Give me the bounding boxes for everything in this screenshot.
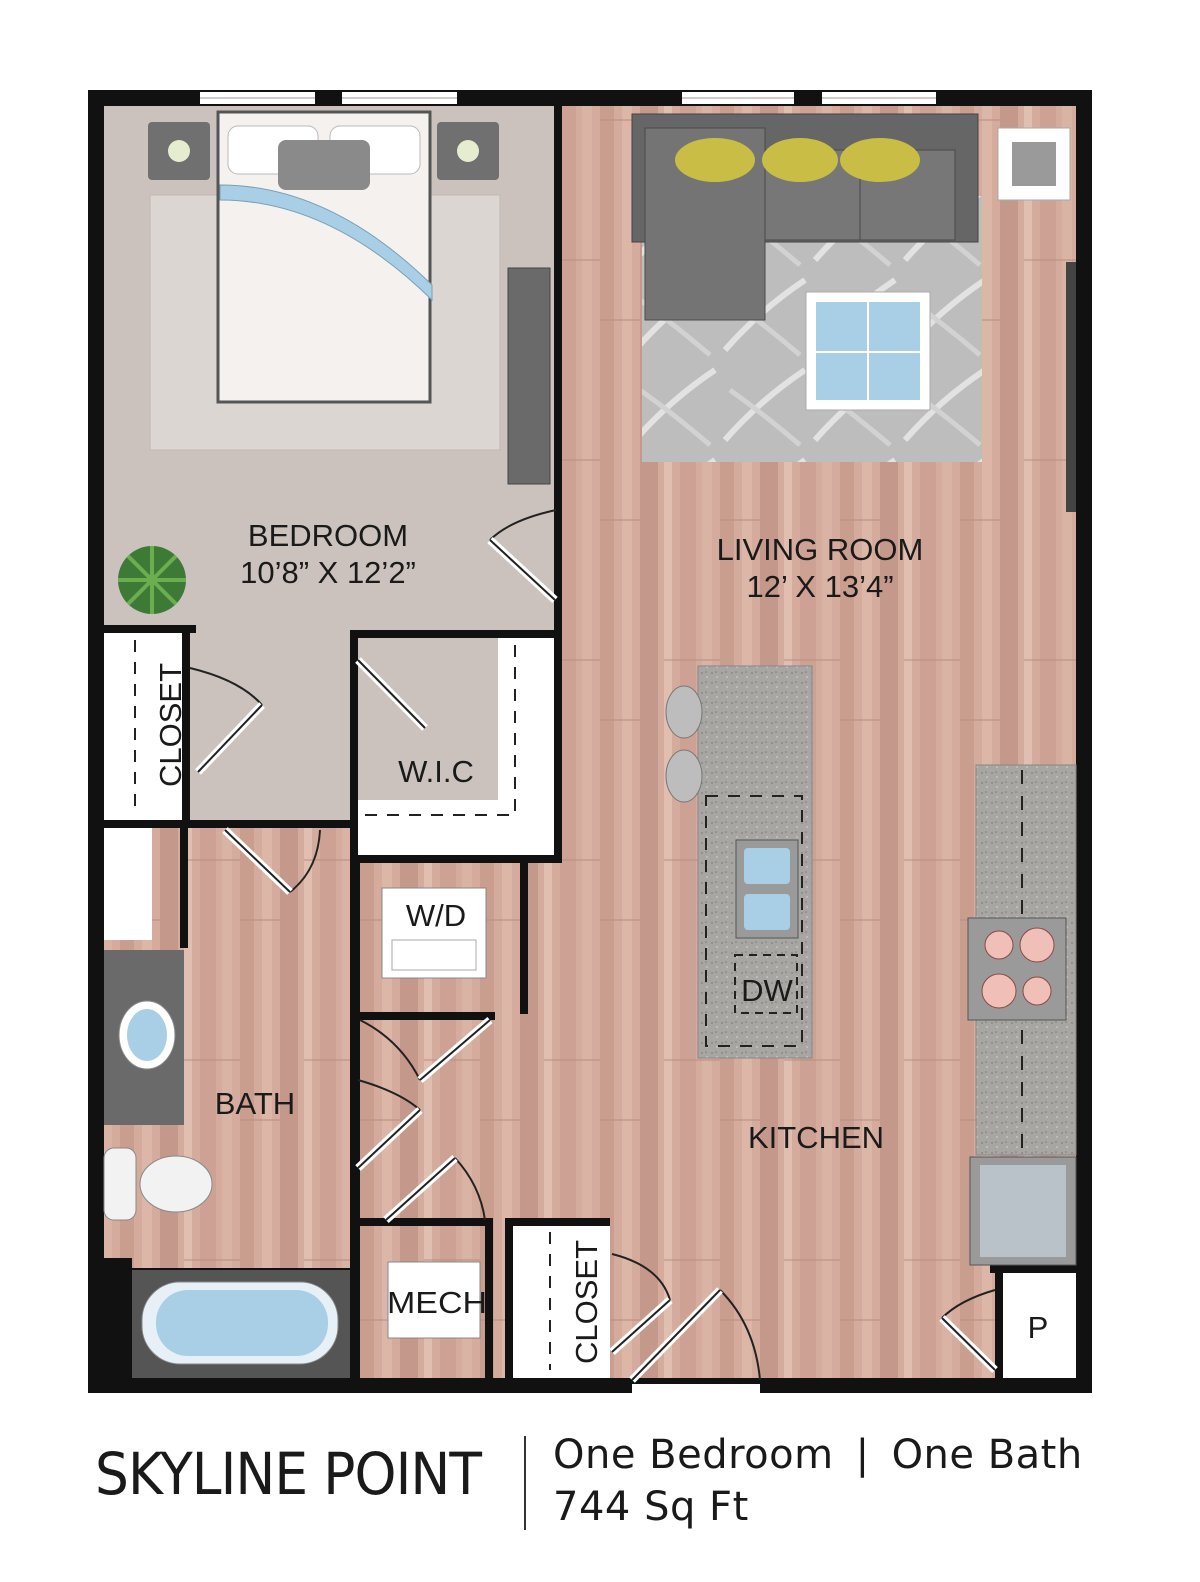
washer-dryer-label: W/D (406, 898, 466, 933)
sofa-icon (631, 113, 979, 321)
pantry-label: P (1028, 1310, 1049, 1345)
bath-count: One Bath (891, 1432, 1083, 1478)
square-footage: 744 Sq Ft (553, 1484, 749, 1530)
stove-icon (967, 917, 1067, 1021)
linen-closet (104, 828, 152, 940)
bedroom-label: BEDROOM (248, 518, 408, 553)
window-icon (200, 92, 936, 104)
coffee-table-icon (805, 291, 931, 411)
wall (554, 630, 562, 863)
bathtub-icon (141, 1281, 339, 1365)
wall (180, 828, 188, 948)
wall (505, 1218, 513, 1378)
closet-interior (104, 633, 182, 820)
wall (350, 855, 562, 863)
summary-separator: | (855, 1432, 870, 1478)
floor-plan: BEDROOM 10’8” X 12’2” LIVING ROOM 12’ X … (88, 90, 1092, 1398)
wall (505, 1218, 610, 1226)
sink-icon (118, 1000, 176, 1070)
dishwasher-label: DW (741, 973, 793, 1008)
wic-label: W.I.C (398, 754, 474, 789)
wic-floor (358, 638, 498, 800)
toilet-icon (103, 1147, 213, 1221)
wall (104, 820, 354, 828)
side-table (997, 127, 1071, 201)
entry-closet-label: CLOSET (569, 1240, 604, 1364)
bar-stool-icon (665, 685, 703, 803)
mech-label: MECH (387, 1285, 487, 1320)
wall (104, 1258, 132, 1378)
footer-divider (524, 1436, 526, 1530)
wall (350, 630, 358, 862)
wall (350, 630, 560, 638)
unit-summary: One Bedroom | One Bath (553, 1432, 1083, 1478)
mech-unit (387, 1261, 481, 1339)
pantry-interior (1003, 1273, 1076, 1378)
living-room-label: LIVING ROOM (717, 532, 924, 567)
bath-label: BATH (215, 1086, 295, 1121)
washer-dryer-icon (381, 887, 487, 979)
kitchen-label: KITCHEN (748, 1120, 884, 1155)
wic-shelf (360, 645, 516, 816)
bed-icon (216, 110, 433, 404)
dishwasher-outline (734, 954, 798, 1014)
wall (355, 1218, 490, 1226)
wall (520, 862, 528, 1014)
sliding-door (1066, 262, 1076, 512)
wall (182, 630, 190, 825)
entry-door-opening (632, 1384, 760, 1398)
nightstand-icon (148, 122, 499, 180)
entry-closet-interior (513, 1226, 610, 1378)
sink-icon (735, 839, 799, 939)
property-name: SKYLINE POINT (95, 1440, 482, 1508)
wall (355, 1012, 495, 1020)
plant-icon (118, 546, 186, 614)
bedroom-dimensions: 10’8” X 12’2” (240, 555, 416, 590)
wall (990, 1265, 1076, 1273)
bedroom-closet-label: CLOSET (153, 663, 188, 787)
unit-type: One Bedroom (553, 1432, 834, 1478)
door-swing-icon (189, 509, 998, 1383)
wall (350, 1160, 358, 1378)
wall (995, 1265, 1003, 1380)
wall (350, 862, 358, 1072)
wall (104, 625, 196, 633)
dresser (507, 267, 551, 485)
living-room-dimensions: 12’ X 13’4” (746, 569, 893, 604)
wall (554, 106, 562, 606)
bedroom-hall-floor (187, 631, 352, 824)
island-outline (705, 795, 803, 1047)
refrigerator-icon (969, 1156, 1077, 1266)
wall (485, 1218, 493, 1378)
